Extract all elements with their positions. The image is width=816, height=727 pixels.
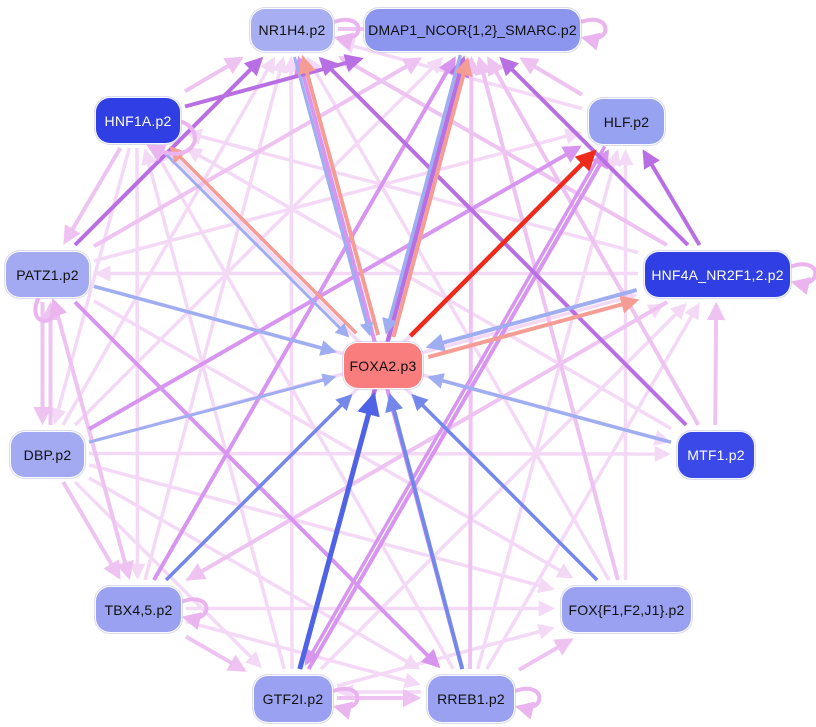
self-loop-hnf1a bbox=[146, 119, 197, 162]
edge-rreb1-hnf1a bbox=[153, 148, 455, 670]
edge-gtf2i-foxa2 bbox=[297, 392, 380, 670]
edge-mtf1-hnf4a bbox=[706, 301, 726, 426]
node-label-mtf1: MTF1.p2 bbox=[687, 447, 745, 463]
node-rreb1[interactable]: RREB1.p2 bbox=[427, 675, 515, 723]
node-hlf[interactable]: HLF.p2 bbox=[588, 98, 665, 145]
edge-dbp-mtf1 bbox=[88, 445, 671, 463]
node-dmap1[interactable]: DMAP1_NCOR{1,2}_SMARC.p2 bbox=[364, 8, 581, 52]
edge-rreb1-dmap1 bbox=[462, 55, 481, 670]
edge-hnf1a-nr1h4 bbox=[183, 56, 244, 94]
node-label-patz1: PATZ1.p2 bbox=[16, 266, 79, 283]
node-nr1h4[interactable]: NR1H4.p2 bbox=[250, 8, 334, 52]
self-loop-tbx45 bbox=[181, 597, 209, 630]
edge-hlf-gtf2i bbox=[304, 145, 607, 666]
edge-hnf4a-tbx45 bbox=[186, 300, 669, 581]
self-loop-patz1 bbox=[33, 297, 68, 323]
edge-dbp-tbx45 bbox=[61, 480, 121, 580]
node-fox[interactable]: FOX{F1,F2,J1}.p2 bbox=[561, 586, 692, 633]
edge-tbx45-gtf2i bbox=[184, 634, 247, 672]
node-label-dmap1: DMAP1_NCOR{1,2}_SMARC.p2 bbox=[368, 22, 577, 38]
edge-patz1-foxa2 bbox=[93, 284, 337, 356]
edge-hnf1a-dmap1 bbox=[184, 54, 364, 109]
edge-hnf1a-dbp bbox=[50, 147, 131, 425]
node-label-hnf4a: HNF4A_NR2F1,2.p2 bbox=[651, 266, 784, 283]
edge-dbp-hlf bbox=[88, 145, 582, 431]
edge-rreb1-fox bbox=[518, 638, 574, 672]
self-loop-rreb1 bbox=[514, 686, 542, 720]
edge-dmap1-foxa2 bbox=[382, 54, 463, 335]
node-dbp[interactable]: DBP.p2 bbox=[10, 431, 85, 478]
edge-foxa2-hnf4a bbox=[427, 295, 640, 360]
edge-fox-foxa2 bbox=[411, 394, 599, 582]
self-loop-hnf4a bbox=[790, 262, 816, 295]
edge-gtf2i-hlf bbox=[306, 149, 610, 671]
edge-patz1-rreb1 bbox=[73, 300, 441, 669]
edge-patz1-tbx45 bbox=[52, 301, 134, 581]
edge-dbp-gtf2i bbox=[73, 480, 262, 668]
node-label-dbp: DBP.p2 bbox=[23, 446, 72, 463]
node-label-gtf2i: GTF2I.p2 bbox=[262, 691, 324, 707]
node-label-fox: FOX{F1,F2,J1}.p2 bbox=[568, 601, 685, 618]
edge-mtf1-hnf1a bbox=[185, 147, 672, 431]
node-hnf4a[interactable]: HNF4A_NR2F1,2.p2 bbox=[644, 251, 791, 298]
node-label-hnf1a: HNF1A.p2 bbox=[104, 112, 172, 129]
edge-hnf4a-foxa2 bbox=[425, 288, 638, 352]
edge-foxa2-hlf bbox=[408, 149, 597, 338]
self-loop-dmap1 bbox=[580, 17, 608, 51]
edge-hnf4a-hlf bbox=[642, 149, 702, 247]
edge-rreb1-foxa2 bbox=[385, 392, 465, 670]
edge-hnf1a-foxa2 bbox=[161, 149, 350, 338]
edge-patz1-fox bbox=[93, 299, 574, 579]
edge-mtf1-foxa2 bbox=[427, 373, 672, 444]
node-tbx45[interactable]: TBX4,5.p2 bbox=[95, 586, 182, 633]
node-label-tbx45: TBX4,5.p2 bbox=[104, 601, 173, 618]
node-label-hlf: HLF.p2 bbox=[603, 113, 650, 130]
edge-dbp-fox bbox=[88, 463, 555, 594]
node-label-nr1h4: NR1H4.p2 bbox=[258, 22, 326, 38]
self-loop-nr1h4 bbox=[333, 17, 361, 51]
edge-tbx45-foxa2 bbox=[164, 394, 353, 582]
node-patz1[interactable]: PATZ1.p2 bbox=[5, 251, 90, 298]
node-hnf1a[interactable]: HNF1A.p2 bbox=[95, 97, 181, 144]
self-loop-gtf2i bbox=[332, 686, 360, 720]
node-mtf1[interactable]: MTF1.p2 bbox=[677, 431, 755, 479]
edge-hlf-dmap1 bbox=[519, 57, 584, 97]
edge-hnf1a-patz1 bbox=[63, 146, 123, 245]
edge-patz1-dmap1 bbox=[93, 57, 423, 248]
edge-foxa2-nr1h4 bbox=[298, 54, 381, 336]
edge-nr1h4-foxa2 bbox=[293, 56, 374, 337]
edge-foxa2-dmap1 bbox=[391, 56, 473, 338]
edge-fox-dmap1 bbox=[474, 55, 620, 581]
edge-fox-nr1h4 bbox=[306, 56, 611, 581]
edge-mtf1-dmap1 bbox=[486, 56, 701, 426]
node-label-rreb1: RREB1.p2 bbox=[437, 691, 505, 707]
edge-dbp-foxa2 bbox=[88, 373, 337, 444]
edge-foxa2-hnf1a bbox=[169, 146, 358, 335]
edge-gtf2i-nr1h4 bbox=[282, 56, 300, 670]
node-label-foxa2: FOXA2.p3 bbox=[349, 357, 417, 374]
node-foxa2[interactable]: FOXA2.p3 bbox=[343, 342, 423, 389]
node-gtf2i[interactable]: GTF2I.p2 bbox=[253, 675, 333, 723]
edge-tbx45-dmap1 bbox=[152, 56, 456, 581]
edge-dbp-nr1h4 bbox=[61, 56, 276, 426]
edge-dbp-rreb1 bbox=[88, 476, 421, 670]
